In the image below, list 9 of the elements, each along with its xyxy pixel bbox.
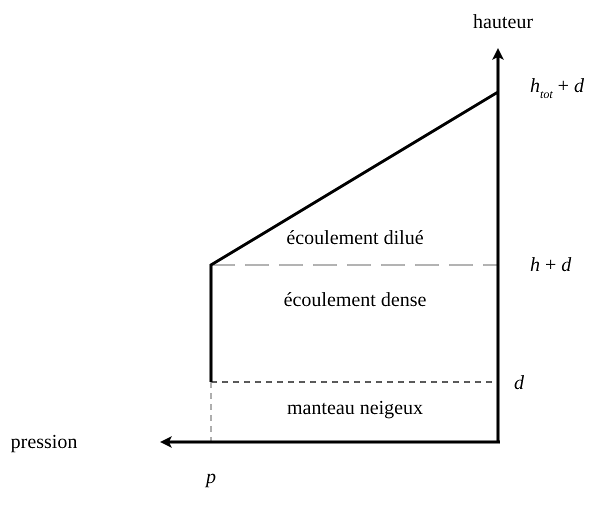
layer-label: écoulement dilué	[286, 228, 424, 248]
layer-label: écoulement dense	[284, 290, 426, 310]
pressure-mark: p	[206, 467, 216, 487]
height-mark: h + d	[530, 255, 572, 275]
layer-label: manteau neigeux	[286, 398, 424, 418]
axis-label: pression	[10, 432, 78, 452]
axis-label: hauteur	[473, 12, 533, 32]
height-mark: h$_{tot}$ + d	[530, 76, 584, 100]
height-mark: d	[514, 373, 524, 393]
